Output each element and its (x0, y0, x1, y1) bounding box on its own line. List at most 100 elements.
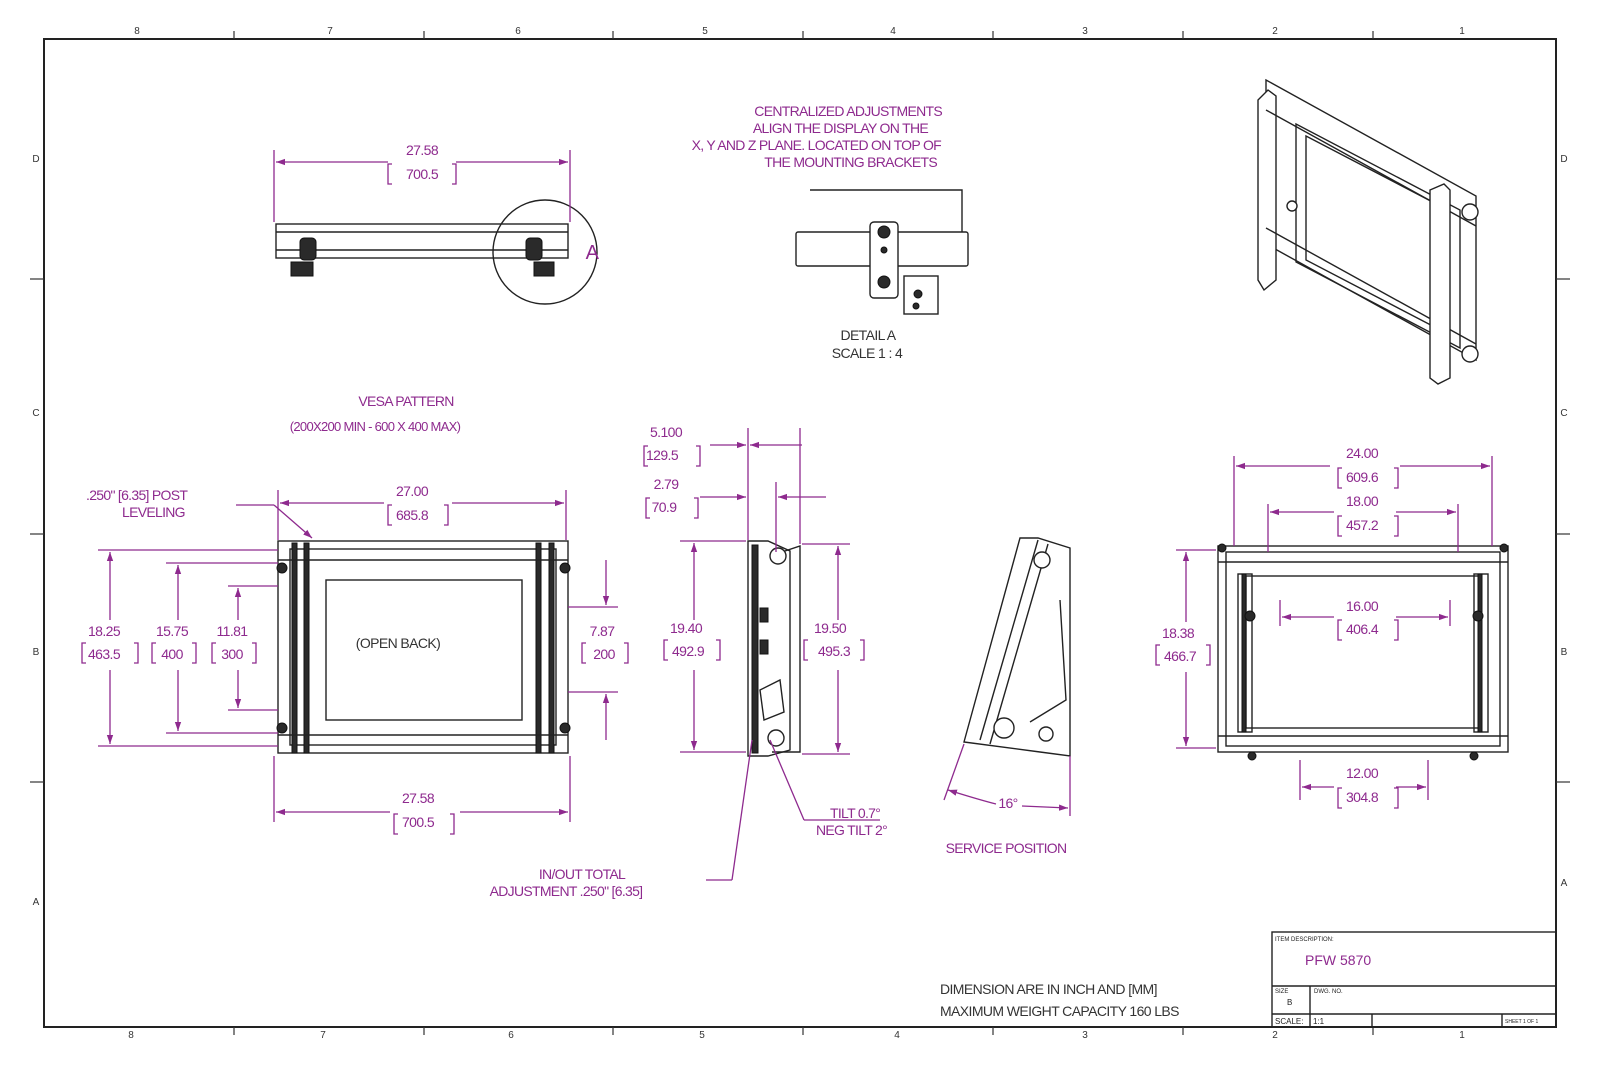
svg-text:ITEM DESCRIPTION:: ITEM DESCRIPTION: (1275, 937, 1334, 943)
zone-label-b-right: B (1561, 647, 1568, 658)
svg-text:5.100: 5.100 (650, 424, 683, 440)
svg-text:DWG. NO.: DWG. NO. (1314, 989, 1343, 995)
svg-text:X, Y AND Z PLANE. LOCATED ON T: X, Y AND Z PLANE. LOCATED ON TOP OF (692, 137, 942, 153)
svg-text:A: A (586, 242, 600, 264)
svg-text:406.4: 406.4 (1346, 621, 1379, 637)
svg-text:5: 5 (702, 26, 708, 37)
svg-text:7: 7 (327, 26, 333, 37)
svg-text:700.5: 700.5 (406, 166, 439, 182)
sheet-border (43, 38, 1557, 1028)
svg-text:PFW 5870: PFW 5870 (1305, 952, 1371, 968)
rear-view: 24.00 609.6 18.00 457.2 16.00 406.4 12.0… (1155, 445, 1509, 809)
svg-text:609.6: 609.6 (1346, 469, 1379, 485)
svg-text:200: 200 (593, 646, 615, 662)
svg-text:4: 4 (894, 1030, 900, 1041)
svg-text:19.50: 19.50 (814, 620, 847, 636)
svg-text:11.81: 11.81 (217, 623, 249, 639)
svg-text:DIMENSION ARE IN INCH AND [MM]: DIMENSION ARE IN INCH AND [MM] (940, 981, 1157, 997)
svg-text:304.8: 304.8 (1346, 789, 1379, 805)
svg-text:6: 6 (508, 1030, 514, 1041)
svg-text:2: 2 (1272, 26, 1278, 37)
detail-a-view: CENTRALIZED ADJUSTMENTS ALIGN THE DISPLA… (692, 103, 969, 361)
svg-text:300: 300 (221, 646, 243, 662)
svg-text:6: 6 (515, 26, 521, 37)
svg-text:C: C (1560, 408, 1567, 419)
svg-text:2: 2 (1272, 1030, 1278, 1041)
svg-text:16.00: 16.00 (1346, 598, 1379, 614)
top-view: A 27.58 700.5 (273, 142, 600, 305)
svg-text:1: 1 (1459, 26, 1465, 37)
svg-text:(200X200 MIN - 600 X 400 MAX): (200X200 MIN - 600 X 400 MAX) (290, 419, 461, 434)
front-view: (OPEN BACK) VESA PATTERN (200X200 MIN - … (81, 393, 643, 899)
svg-text:27.00: 27.00 (396, 483, 429, 499)
svg-text:700.5: 700.5 (402, 814, 435, 830)
svg-text:15.75: 15.75 (156, 623, 189, 639)
svg-text:24.00: 24.00 (1346, 445, 1379, 461)
svg-text:7.87: 7.87 (590, 623, 616, 639)
svg-text:685.8: 685.8 (396, 507, 429, 523)
svg-text:SERVICE POSITION: SERVICE POSITION (946, 840, 1067, 856)
svg-text:SHEET 1 OF 1: SHEET 1 OF 1 (1505, 1019, 1538, 1025)
svg-text:18.25: 18.25 (88, 623, 121, 639)
svg-text:D: D (32, 154, 39, 165)
svg-text:A: A (1561, 878, 1568, 889)
svg-text:SIZE: SIZE (1275, 989, 1288, 995)
svg-text:463.5: 463.5 (88, 646, 121, 662)
svg-text:3: 3 (1082, 26, 1088, 37)
svg-text:SCALE:: SCALE: (1275, 1017, 1303, 1026)
svg-text:A: A (33, 897, 40, 908)
svg-text:7: 7 (320, 1030, 326, 1041)
zone-labels-left: D C C A (32, 154, 39, 908)
svg-text:4: 4 (890, 26, 896, 37)
svg-text:NEG TILT 2°: NEG TILT 2° (816, 822, 887, 838)
svg-text:SCALE 1 : 4: SCALE 1 : 4 (832, 345, 903, 361)
svg-text:18.38: 18.38 (1162, 625, 1195, 641)
svg-text:27.58: 27.58 (402, 790, 435, 806)
svg-text:70.9: 70.9 (652, 499, 678, 515)
svg-text:ADJUSTMENT .250" [6.35]: ADJUSTMENT .250" [6.35] (490, 883, 643, 899)
svg-text:129.5: 129.5 (646, 447, 679, 463)
svg-text:CENTRALIZED ADJUSTMENTS: CENTRALIZED ADJUSTMENTS (754, 103, 942, 119)
svg-text:1:1: 1:1 (1313, 1017, 1325, 1026)
title-block: ITEM DESCRIPTION: PFW 5870 SIZE B DWG. N… (1271, 931, 1557, 1028)
svg-text:(OPEN BACK): (OPEN BACK) (356, 635, 440, 651)
svg-text:C: C (32, 408, 39, 419)
svg-text:8: 8 (134, 26, 140, 37)
svg-text:457.2: 457.2 (1346, 517, 1379, 533)
zone-labels-right: D C A (1560, 154, 1567, 889)
svg-text:16°: 16° (998, 795, 1017, 811)
svg-text:DETAIL A: DETAIL A (840, 327, 896, 343)
svg-text:8: 8 (128, 1030, 134, 1041)
zone-label-b-left: B (33, 647, 40, 658)
svg-text:18.00: 18.00 (1346, 493, 1379, 509)
side-view: 5.100 129.5 2.79 70.9 19.40 492.9 19.50 … (643, 424, 888, 881)
isometric-view (1257, 78, 1479, 385)
svg-text:5: 5 (699, 1030, 705, 1041)
svg-text:27.58: 27.58 (406, 142, 439, 158)
zone-labels-bottom: 8 7 6 5 4 3 2 1 (128, 1030, 1465, 1041)
svg-text:492.9: 492.9 (672, 643, 705, 659)
svg-text:ALIGN THE DISPLAY ON THE: ALIGN THE DISPLAY ON THE (753, 120, 928, 136)
svg-text:2.79: 2.79 (654, 476, 680, 492)
service-position-view: 16° SERVICE POSITION (943, 537, 1071, 856)
svg-text:MAXIMUM WEIGHT CAPACITY 160 LB: MAXIMUM WEIGHT CAPACITY 160 LBS (940, 1003, 1179, 1019)
general-notes: DIMENSION ARE IN INCH AND [MM] MAXIMUM W… (940, 981, 1180, 1019)
svg-text:VESA PATTERN: VESA PATTERN (358, 393, 453, 409)
svg-text:THE MOUNTING BRACKETS: THE MOUNTING BRACKETS (764, 154, 937, 170)
svg-text:495.3: 495.3 (818, 643, 851, 659)
svg-text:B: B (1287, 998, 1292, 1007)
svg-text:TILT 0.7°: TILT 0.7° (830, 805, 880, 821)
svg-text:12.00: 12.00 (1346, 765, 1379, 781)
svg-text:466.7: 466.7 (1164, 648, 1197, 664)
svg-text:IN/OUT TOTAL: IN/OUT TOTAL (539, 866, 626, 882)
svg-text:D: D (1560, 154, 1567, 165)
zone-labels-top: 8 7 6 5 4 3 2 1 (134, 26, 1465, 37)
svg-text:.250" [6.35] POST: .250" [6.35] POST (86, 487, 188, 503)
svg-text:3: 3 (1082, 1030, 1088, 1041)
svg-text:19.40: 19.40 (670, 620, 703, 636)
svg-text:400: 400 (161, 646, 183, 662)
svg-text:1: 1 (1459, 1030, 1465, 1041)
svg-text:LEVELING: LEVELING (122, 504, 185, 520)
zone-ticks (30, 31, 1570, 1035)
